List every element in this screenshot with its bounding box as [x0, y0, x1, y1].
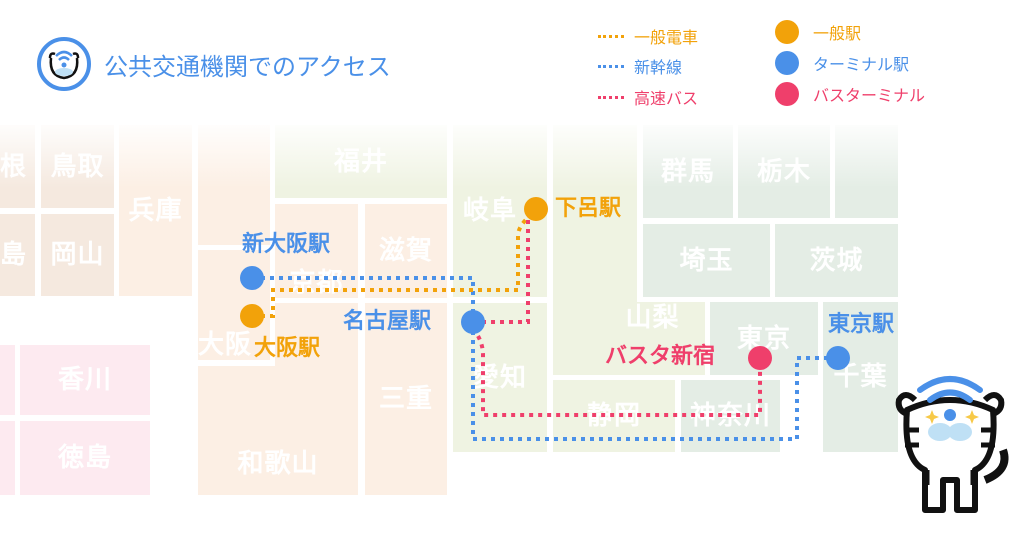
tiger-mascot-icon — [895, 376, 1009, 513]
prefecture-shiga: 滋賀 — [365, 204, 447, 298]
legend-line-local-train: 一般電車 — [598, 24, 698, 48]
page-header: 公共交通機関でのアクセス — [36, 36, 391, 92]
legend-label: 一般駅 — [813, 24, 862, 43]
prefecture-kyoto: 京都 — [275, 204, 358, 298]
station-label-tokyo: 東京駅 — [828, 312, 895, 337]
dotted-line-icon — [598, 34, 624, 38]
prefecture-wakayama: 和歌山 — [198, 366, 358, 495]
prefecture-ehime-bottom — [0, 421, 15, 495]
dotted-line-icon — [598, 95, 624, 99]
station-dot-shin-osaka — [240, 266, 264, 290]
route-shinkansen — [252, 276, 838, 441]
prefecture-hiroshima: 島 — [0, 214, 35, 296]
prefecture-osaka: 大阪 — [198, 250, 270, 360]
prefecture-okayama: 岡山 — [41, 214, 114, 296]
station-label-busta-shinjuku: バスタ新宿 — [605, 344, 716, 369]
prefecture-saitama: 埼玉 — [643, 224, 770, 297]
station-dot-nagoya — [461, 310, 485, 334]
prefecture-chiba: 千葉 — [823, 302, 898, 452]
legend-line-shinkansen: 新幹線 — [598, 54, 682, 78]
station-dot-osaka — [240, 304, 264, 328]
legend-line-highway-bus: 高速バス — [598, 85, 698, 109]
legend-label: 高速バス — [634, 89, 699, 108]
prefecture-tokushima: 徳島 — [20, 421, 150, 495]
tiger-logo-icon — [37, 37, 91, 91]
page-title: 公共交通機関でのアクセス — [104, 52, 391, 81]
prefecture-mie: 三重 — [365, 303, 447, 495]
station-label-gero: 下呂駅 — [555, 196, 622, 221]
route-highway-bus — [473, 209, 762, 417]
circle-icon — [775, 20, 799, 44]
station-dot-gero — [524, 197, 548, 221]
legend-label: バスターミナル — [813, 86, 926, 105]
prefecture-kagawa: 香川 — [20, 345, 150, 415]
prefecture-ehime-top — [0, 345, 15, 415]
prefecture-aichi: 愛知 — [453, 303, 547, 452]
station-dot-busta — [748, 346, 772, 370]
prefecture-ibaraki: 茨城 — [775, 224, 898, 297]
dotted-line-icon — [598, 64, 624, 68]
route-local-train — [252, 214, 532, 318]
circle-icon — [775, 82, 799, 106]
legend-station-terminal: ターミナル駅 — [775, 51, 909, 75]
station-label-nagoya: 名古屋駅 — [343, 309, 432, 334]
legend-label: 一般電車 — [634, 28, 699, 47]
legend-station-local: 一般駅 — [775, 20, 861, 44]
prefecture-yamanashi: 山梨 — [600, 302, 705, 375]
legend-station-bus-terminal: バスターミナル — [775, 82, 925, 106]
legend-label: 新幹線 — [634, 58, 683, 77]
legend-label: ターミナル駅 — [813, 55, 910, 74]
station-label-shin-osaka: 新大阪駅 — [242, 232, 331, 257]
prefecture-wakayama-label: 和歌山 — [237, 449, 319, 479]
circle-icon — [775, 51, 799, 75]
station-dot-tokyo — [826, 346, 850, 370]
station-label-osaka: 大阪駅 — [254, 336, 321, 361]
